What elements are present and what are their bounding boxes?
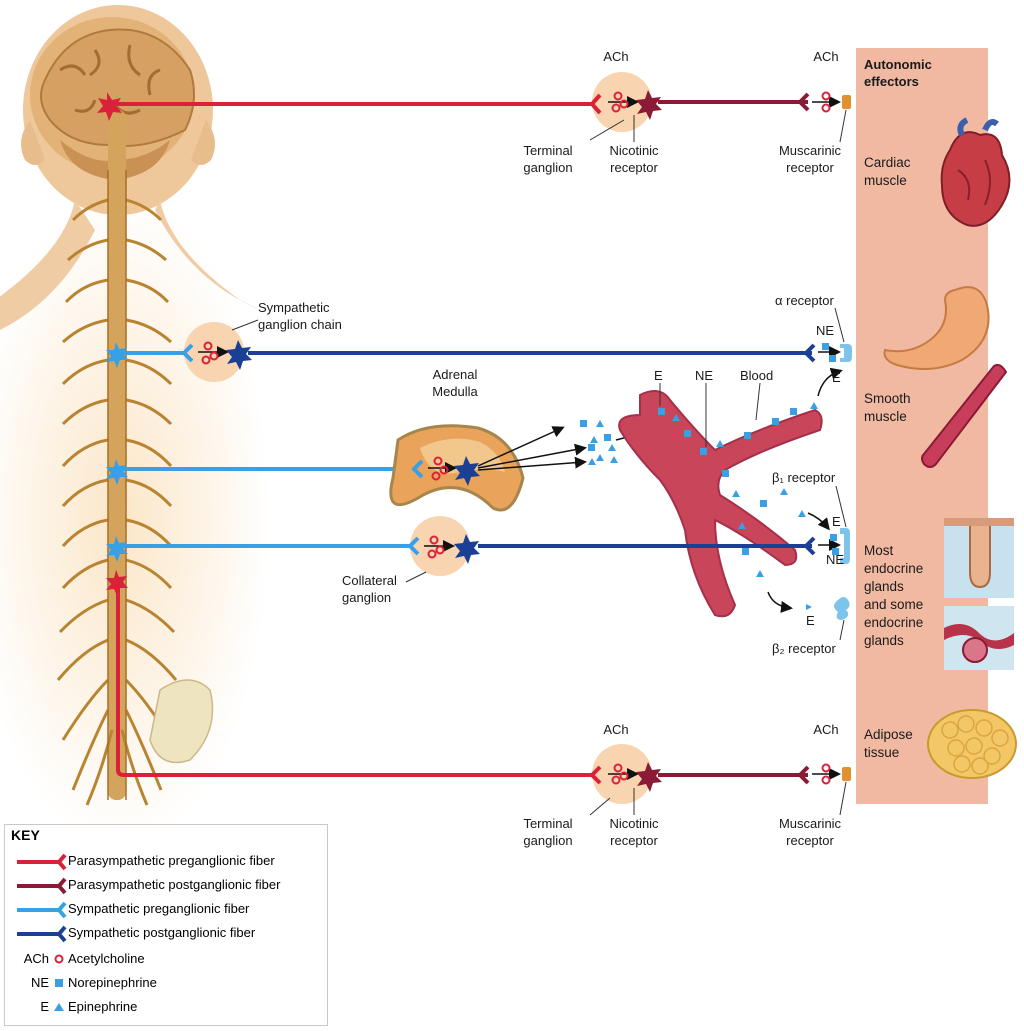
symp-post-fiber-icon (17, 925, 67, 943)
ach-label-bottom-ganglion: ACh (603, 722, 629, 737)
key-label-symp-post: Sympathetic postganglionic fiber (68, 925, 256, 940)
key-row-e: E Epinephrine (5, 997, 325, 1019)
terminal-ganglion-label-bottom-2: ganglion (523, 833, 573, 848)
key-label-para-post: Parasympathetic postganglionic fiber (68, 877, 281, 892)
muscarinic-label-top-2: receptor (786, 160, 834, 175)
nicotinic-label-bottom-2: receptor (610, 833, 658, 848)
adrenal-label-2: Medulla (432, 384, 478, 399)
key-row-ne: NE Norepinephrine (5, 973, 325, 995)
adipose-label-2: tissue (864, 745, 900, 760)
para-post-fiber-icon (17, 877, 67, 895)
key-row-para-post: Parasympathetic postganglionic fiber (5, 875, 325, 897)
sympathetic-chain-label-1: Sympathetic (258, 300, 330, 315)
key-abbr-ach: ACh (23, 951, 49, 966)
para-pre-fiber-icon (17, 853, 67, 871)
effectors-title-1: Autonomic (864, 57, 932, 72)
key-label-e: Epinephrine (68, 999, 138, 1014)
glands-label-1: Most (864, 543, 894, 558)
nicotinic-label-bottom-1: Nicotinic (609, 816, 659, 831)
key-title: KEY (11, 827, 40, 843)
key-label-para-pre: Parasympathetic preganglionic fiber (68, 853, 275, 868)
glands-label-6: glands (864, 633, 904, 648)
muscarinic-label-bottom-2: receptor (786, 833, 834, 848)
smooth-label-2: muscle (864, 409, 907, 424)
glands-label-2: endocrine (864, 561, 924, 576)
alpha-receptor (840, 344, 852, 362)
collateral-pathway (106, 485, 850, 641)
ne-label-beta1: NE (826, 552, 845, 567)
smooth-label-1: Smooth (864, 391, 911, 406)
e-triangle-icon (54, 1003, 64, 1011)
key-row-symp-post: Sympathetic postganglionic fiber (5, 923, 325, 945)
para-pathway-bottom (106, 570, 851, 816)
ne-square-icon (55, 979, 63, 987)
symp-chain-pathway (106, 307, 852, 382)
cardiac-label-1: Cardiac (864, 155, 911, 170)
muscarinic-label-bottom-1: Muscarinic (778, 816, 842, 831)
glands-label-5: endocrine (864, 615, 924, 630)
nicotinic-label-top-2: receptor (610, 160, 658, 175)
key-row-para-pre: Parasympathetic preganglionic fiber (5, 851, 325, 873)
cardiac-label-2: muscle (864, 173, 907, 188)
heart-icon (940, 117, 1011, 227)
key-abbr-e: E (40, 999, 49, 1014)
glands-label-3: glands (864, 579, 904, 594)
nicotinic-label-top-1: Nicotinic (609, 143, 659, 158)
endocrine-tissue-icon (944, 606, 1014, 670)
terminal-ganglion-label-top-2: ganglion (523, 160, 573, 175)
effectors-title-2: effectors (864, 74, 919, 89)
beta2-receptor (834, 597, 850, 620)
e-label-blood: E (654, 368, 663, 383)
para-pathway-top (97, 72, 851, 143)
beta1-receptor-label: β₁ receptor (772, 470, 836, 485)
spinal-cord (56, 110, 214, 806)
e-label-alpha: E (832, 370, 841, 385)
key-label-ne: Norepinephrine (68, 975, 157, 990)
para-post-star-top (636, 90, 662, 120)
adrenal-pathway (106, 420, 657, 512)
ach-label-top-effector: ACh (813, 49, 839, 64)
symp-pre-fiber-icon (17, 901, 67, 919)
adipose-icon (927, 709, 1017, 779)
legend-key: KEY Parasympathetic preganglionic fiber … (4, 824, 328, 1026)
vessel-icon (921, 363, 1008, 468)
adrenal-label-1: Adrenal (432, 367, 478, 382)
key-abbr-ne: NE (30, 975, 49, 990)
terminal-ganglion-label-top-1: Terminal (523, 143, 573, 158)
head (0, 5, 260, 330)
key-row-symp-pre: Sympathetic preganglionic fiber (5, 899, 325, 921)
collateral-label-1: Collateral (342, 573, 397, 588)
glands-label-4: and some (864, 597, 924, 612)
ach-circle-icon (54, 954, 64, 964)
para-cell-body-star (97, 92, 122, 121)
key-label-ach: Acetylcholine (68, 951, 145, 966)
e-label-beta1: E (832, 514, 841, 529)
muscarinic-label-top-1: Muscarinic (778, 143, 842, 158)
gland-icon (944, 518, 1014, 598)
e-label-beta2: E (806, 613, 815, 628)
terminal-ganglion-label-bottom-1: Terminal (523, 816, 573, 831)
key-row-ach: ACh Acetylcholine (5, 949, 325, 971)
ach-label-top-ganglion: ACh (603, 49, 629, 64)
ne-label-alpha: NE (816, 323, 835, 338)
key-label-symp-pre: Sympathetic preganglionic fiber (68, 901, 250, 916)
ne-label-blood: NE (695, 368, 714, 383)
beta1-receptor (840, 528, 850, 564)
beta2-receptor-label: β₂ receptor (772, 641, 836, 656)
collateral-label-2: ganglion (342, 590, 392, 605)
sympathetic-chain-label-2: ganglion chain (258, 317, 342, 332)
ach-label-bottom-effector: ACh (813, 722, 839, 737)
blood-vessel (618, 367, 843, 618)
alpha-receptor-label: α receptor (775, 293, 834, 308)
stomach-icon (883, 286, 990, 370)
muscarinic-receptor-top (842, 95, 851, 109)
adipose-label-1: Adipose (864, 727, 913, 742)
blood-label: Blood (740, 368, 774, 383)
